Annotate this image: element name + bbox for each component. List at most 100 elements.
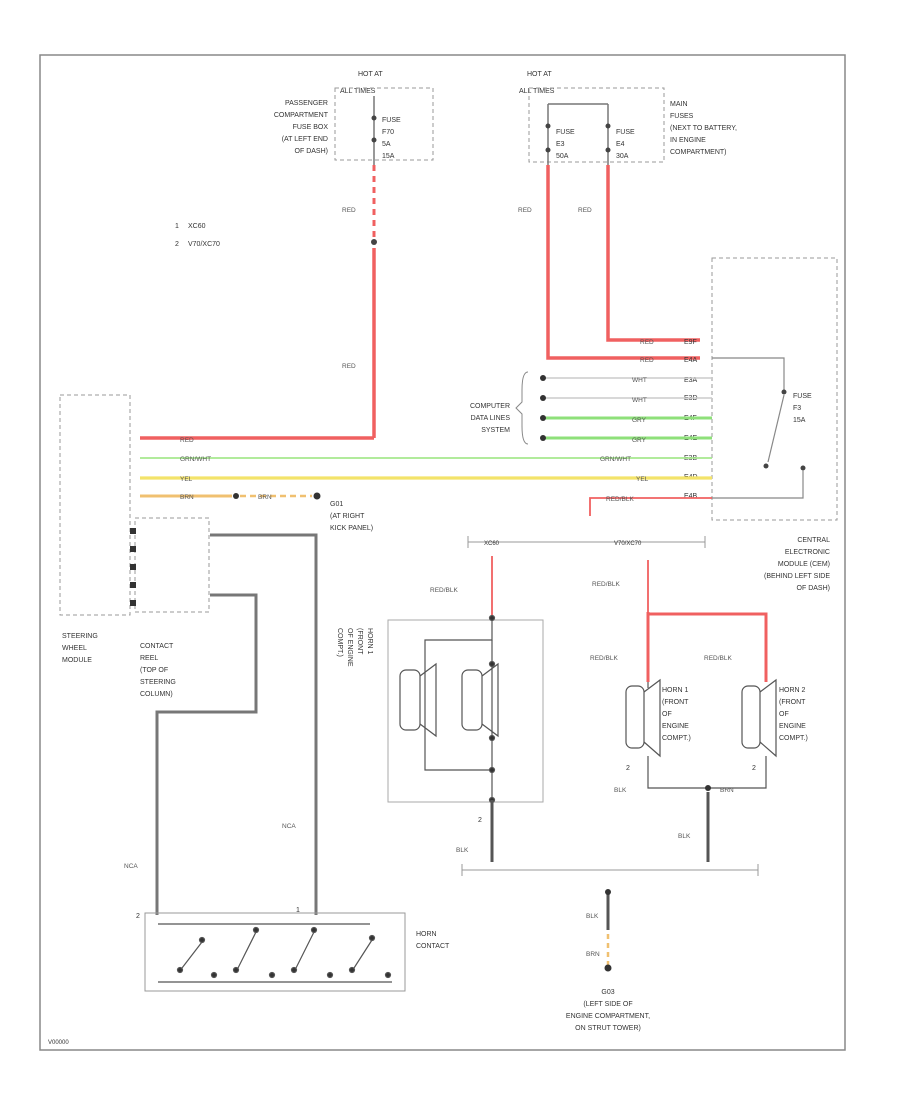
horn2-label: OF — [779, 711, 789, 718]
svg-text:WHT: WHT — [632, 397, 647, 404]
horn-contact-outline — [144, 912, 406, 992]
wire-color-label: RED/BLK — [592, 581, 620, 588]
horn1-label: COMPT.) — [662, 735, 691, 742]
fuse-label: 15A — [382, 153, 395, 160]
wire-color-label: RED/BLK — [590, 655, 618, 662]
red-wire-horns — [648, 612, 768, 682]
wire-splice — [233, 493, 239, 499]
ground-g03-label: (LEFT SIDE OF — [583, 1001, 632, 1008]
fuse-node — [545, 147, 551, 153]
steering-module-label: WHEEL — [62, 645, 87, 652]
variant-bracket: XC60 V70/XC70 — [467, 536, 706, 548]
wire-color-label: BRN — [720, 787, 734, 794]
fuse-label: 5A — [382, 141, 391, 148]
wire-color-label: RED — [640, 357, 654, 364]
fuse-location-line: FUSE BOX — [293, 124, 329, 131]
fuse-box-outline-right — [528, 87, 665, 163]
wire-color-label: RED — [578, 207, 592, 214]
wire-color-label: RED/BLK — [606, 496, 634, 503]
contact-reel-pins — [130, 528, 136, 606]
nca-wire-1 — [210, 533, 318, 915]
wire-color-label: BLK — [456, 847, 469, 854]
horn2-label: ENGINE — [779, 723, 806, 730]
horn1-label: ENGINE — [662, 723, 689, 730]
computer-data-label: SYSTEM — [481, 427, 510, 434]
ground-g03-label: ON STRUT TOWER) — [575, 1025, 641, 1032]
cem-switch-node — [800, 465, 806, 471]
fuse-box-outline-left — [334, 87, 434, 161]
red-wire-fuse-e3 — [546, 165, 700, 360]
wire-color-label: RED — [180, 437, 194, 444]
footer-code: V00000 — [48, 1040, 69, 1046]
contact-reel-label: CONTACT — [140, 643, 174, 650]
cem-fuse-label: 15A — [793, 417, 806, 424]
wire-splice — [605, 889, 611, 895]
ground-g03-label: G03 — [601, 989, 614, 996]
wire-color-label: BLK — [614, 787, 627, 794]
wire-color-label: YEL — [180, 476, 193, 483]
cem-internal-wire — [712, 357, 785, 390]
wire-color-label: GRN/WHT — [600, 456, 631, 463]
horn2-label: COMPT.) — [779, 735, 808, 742]
top-left-fuse-group: HOT AT ALL TIMES PASSENGER COMPARTMENT F… — [274, 71, 434, 165]
ground-bracket — [461, 864, 759, 876]
fuse-node — [371, 137, 377, 143]
fuse-label: F70 — [382, 129, 394, 136]
fuse-location-line: COMPARTMENT) — [670, 149, 727, 156]
wire-color-label: NCA — [282, 823, 296, 830]
wire-color-label: YEL — [636, 476, 649, 483]
fuse-location-line: OF DASH) — [295, 148, 328, 155]
cem-switch-blade — [767, 394, 785, 463]
cem-label: MODULE (CEM) — [778, 561, 830, 568]
pin-num: 2 — [752, 765, 756, 772]
fuse-label: FUSE — [556, 129, 575, 136]
wire-splice — [371, 239, 377, 245]
fuse-node — [545, 123, 551, 129]
fuse-location-line: (AT LEFT END — [282, 136, 328, 143]
horn-contact-label: HORN — [416, 931, 437, 938]
ground-g01-label: (AT RIGHT — [330, 513, 365, 520]
fuse-location-line: (NEXT TO BATTERY, — [670, 125, 737, 132]
contact-reel-label: STEERING — [140, 679, 176, 686]
contact-reel-outline — [134, 517, 210, 613]
wire-color-label: BRN — [586, 951, 600, 958]
fuse-location-line: IN ENGINE — [670, 137, 706, 144]
wire-color-label: RED — [518, 207, 532, 214]
wire-splice — [705, 785, 711, 791]
cem-pin: E4B — [684, 493, 698, 500]
ground-g01-node — [313, 492, 321, 500]
contact-reel-label: REEL — [140, 655, 158, 662]
center-horn-label: COMPT.) — [336, 628, 343, 657]
wire-color-label: RED — [342, 207, 356, 214]
legend: 1 XC60 2 V70/XC70 — [175, 223, 220, 248]
svg-text:GRY: GRY — [632, 417, 647, 424]
hot-at-label-left: HOT AT — [358, 71, 383, 78]
center-horn — [399, 614, 499, 804]
fuse-label: FUSE — [382, 117, 401, 124]
diagram-frame — [39, 54, 846, 1051]
horn-1 — [625, 678, 708, 789]
fuse-label: 30A — [616, 153, 629, 160]
cem-fuse-label: FUSE — [793, 393, 812, 400]
red-blk-wire-cem — [589, 497, 712, 516]
wire-color-label: RED/BLK — [704, 655, 732, 662]
fuse-node — [605, 147, 611, 153]
fuse-label: FUSE — [616, 129, 635, 136]
fuse-label: 50A — [556, 153, 569, 160]
pin-num: 2 — [626, 765, 630, 772]
cem-pin: E9F — [684, 339, 697, 346]
ground-g03-node — [604, 964, 612, 972]
horn-contact-switches — [158, 923, 392, 983]
pin-num: 2 — [478, 817, 482, 824]
svg-text:WHT: WHT — [632, 377, 647, 384]
variant-xc60: XC60 — [484, 541, 500, 547]
center-horn-outline — [387, 619, 544, 803]
cem-outline — [711, 257, 838, 521]
center-horn-label: OF ENGINE — [346, 628, 353, 667]
cem-switch-node — [763, 463, 769, 469]
cem-fuse-label: F3 — [793, 405, 801, 412]
contact-reel-label: COLUMN) — [140, 691, 173, 698]
center-horn-label: (FRONT — [356, 628, 363, 655]
hot-times-label-left: ALL TIMES — [340, 88, 376, 95]
